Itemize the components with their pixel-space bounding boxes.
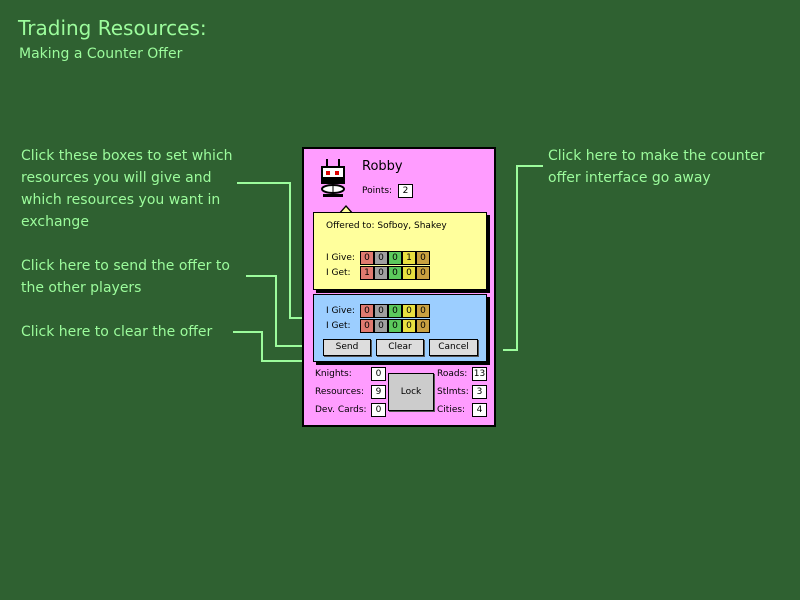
note-line: Click here to make the counter <box>548 148 765 164</box>
counter-give-cell[interactable]: 0 <box>416 304 430 318</box>
note-line: Click here to clear the offer <box>21 324 213 340</box>
stlmts-label: Stlmts: <box>437 387 469 397</box>
offered-to: Offered to: Sofboy, Shakey <box>326 221 447 231</box>
counter-give-cell[interactable]: 0 <box>360 304 374 318</box>
note-cancel: Click here to make the counter offer int… <box>548 145 765 189</box>
knights-value: 0 <box>371 367 386 381</box>
counter-give-cell[interactable]: 0 <box>374 304 388 318</box>
cities-label: Cities: <box>437 405 466 415</box>
offer-give-cell: 0 <box>416 251 430 265</box>
offer-give-cell: 0 <box>360 251 374 265</box>
clear-button[interactable]: Clear <box>376 339 424 356</box>
offer-get-cell: 0 <box>374 266 388 280</box>
offer-give-cell: 1 <box>402 251 416 265</box>
note-line: Click here to send the offer to <box>21 258 230 274</box>
offer-get-cell: 0 <box>416 266 430 280</box>
speech-callout-fill <box>339 207 353 215</box>
roads-value: 13 <box>472 367 487 381</box>
note-line: which resources you want in <box>21 192 221 208</box>
counter-give-cell[interactable]: 0 <box>402 304 416 318</box>
note-line: resources you will give and <box>21 170 212 186</box>
note-clear: Click here to clear the offer <box>21 321 212 343</box>
note-line: offer interface go away <box>548 170 711 186</box>
counter-get-cell[interactable]: 0 <box>360 319 374 333</box>
robot-icon <box>321 159 345 197</box>
offer-give-cell: 0 <box>374 251 388 265</box>
note-line: the other players <box>21 280 142 296</box>
stlmts-value: 3 <box>472 385 487 399</box>
counter-get-cell[interactable]: 0 <box>388 319 402 333</box>
resources-value: 9 <box>371 385 386 399</box>
player-panel: Robby Points: 2 Offered to: Sofboy, Shak… <box>302 147 496 427</box>
counter-give-cell[interactable]: 0 <box>388 304 402 318</box>
roads-label: Roads: <box>437 369 468 379</box>
counter-offer-box: I Give: I Get: 0 0 0 0 0 0 0 0 0 0 Send … <box>313 294 487 362</box>
offer-give-cell: 0 <box>388 251 402 265</box>
counter-give-label: I Give: <box>326 306 355 316</box>
dev-cards-label: Dev. Cards: <box>315 405 367 415</box>
lock-button[interactable]: Lock <box>388 373 434 411</box>
counter-get-label: I Get: <box>326 321 351 331</box>
points-label: Points: <box>362 186 393 196</box>
resources-label: Resources: <box>315 387 364 397</box>
note-boxes: Click these boxes to set which resources… <box>21 145 233 233</box>
offer-get-cell: 1 <box>360 266 374 280</box>
note-send: Click here to send the offer to the othe… <box>21 255 230 299</box>
counter-get-cell[interactable]: 0 <box>374 319 388 333</box>
counter-get-cell[interactable]: 0 <box>402 319 416 333</box>
player-name: Robby <box>362 159 403 174</box>
callout-line-send <box>246 275 323 347</box>
send-button[interactable]: Send <box>323 339 371 356</box>
page-subtitle: Making a Counter Offer <box>19 46 183 62</box>
counter-get-cell[interactable]: 0 <box>416 319 430 333</box>
cancel-button[interactable]: Cancel <box>429 339 478 356</box>
points-value: 2 <box>398 184 413 198</box>
offer-get-cell: 0 <box>402 266 416 280</box>
callout-line-boxes <box>237 182 313 319</box>
offer-box: Offered to: Sofboy, Shakey I Give: I Get… <box>313 212 487 290</box>
offer-give-label: I Give: <box>326 253 355 263</box>
callout-line-cancel <box>503 165 543 351</box>
offer-get-label: I Get: <box>326 268 351 278</box>
page-title: Trading Resources: <box>18 16 207 40</box>
offer-get-cell: 0 <box>388 266 402 280</box>
dev-cards-value: 0 <box>371 403 386 417</box>
cities-value: 4 <box>472 403 487 417</box>
knights-label: Knights: <box>315 369 352 379</box>
note-line: Click these boxes to set which <box>21 148 233 164</box>
note-line: exchange <box>21 214 89 230</box>
